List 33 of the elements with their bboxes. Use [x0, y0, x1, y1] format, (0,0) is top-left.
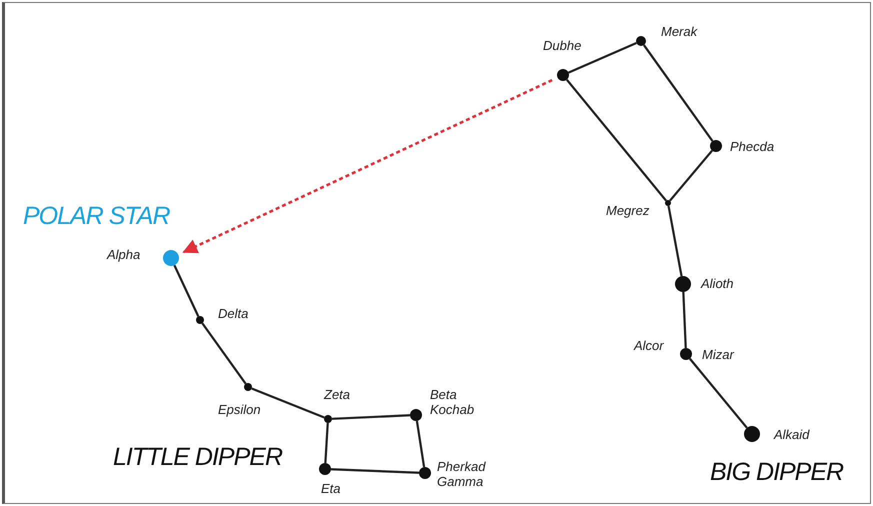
connecting-line: [332, 414, 410, 420]
connecting-line: [568, 42, 637, 74]
connecting-line: [416, 420, 426, 468]
star-name: Megrez: [606, 203, 650, 218]
star-name: Beta Kochab: [430, 387, 476, 417]
star-name: Mizar: [702, 347, 734, 362]
star-name: Eta: [321, 481, 341, 496]
connecting-line: [566, 78, 667, 202]
dashed-arrow: [182, 78, 553, 254]
connecting-line: [643, 44, 714, 142]
star-name: Epsilon: [218, 402, 261, 417]
constellation-name: BIG DIPPER: [710, 458, 844, 487]
constellation-name: LITTLE DIPPER: [113, 443, 282, 472]
connecting-line: [251, 387, 325, 419]
connecting-line: [324, 422, 329, 464]
star-title: POLAR STAR: [23, 202, 170, 231]
star-name: Delta: [218, 306, 248, 321]
connecting-line: [669, 150, 713, 202]
star-name: Merak: [661, 24, 698, 39]
star-name: Alioth: [701, 276, 734, 291]
star-name: Phecda: [730, 139, 774, 154]
connecting-line: [330, 468, 420, 474]
connecting-line: [667, 206, 683, 276]
star-name: Dubhe: [543, 38, 582, 53]
connecting-line: [688, 358, 748, 429]
connecting-line: [201, 322, 247, 384]
star-name: Alcor: [634, 338, 664, 353]
connecting-line: [173, 264, 200, 317]
star-name: Alpha: [107, 247, 140, 262]
star-name: Alkaid: [774, 427, 810, 442]
star-name: Zeta: [324, 387, 350, 402]
star-name: Pherkad Gamma: [437, 459, 487, 489]
connecting-line: [682, 292, 687, 348]
